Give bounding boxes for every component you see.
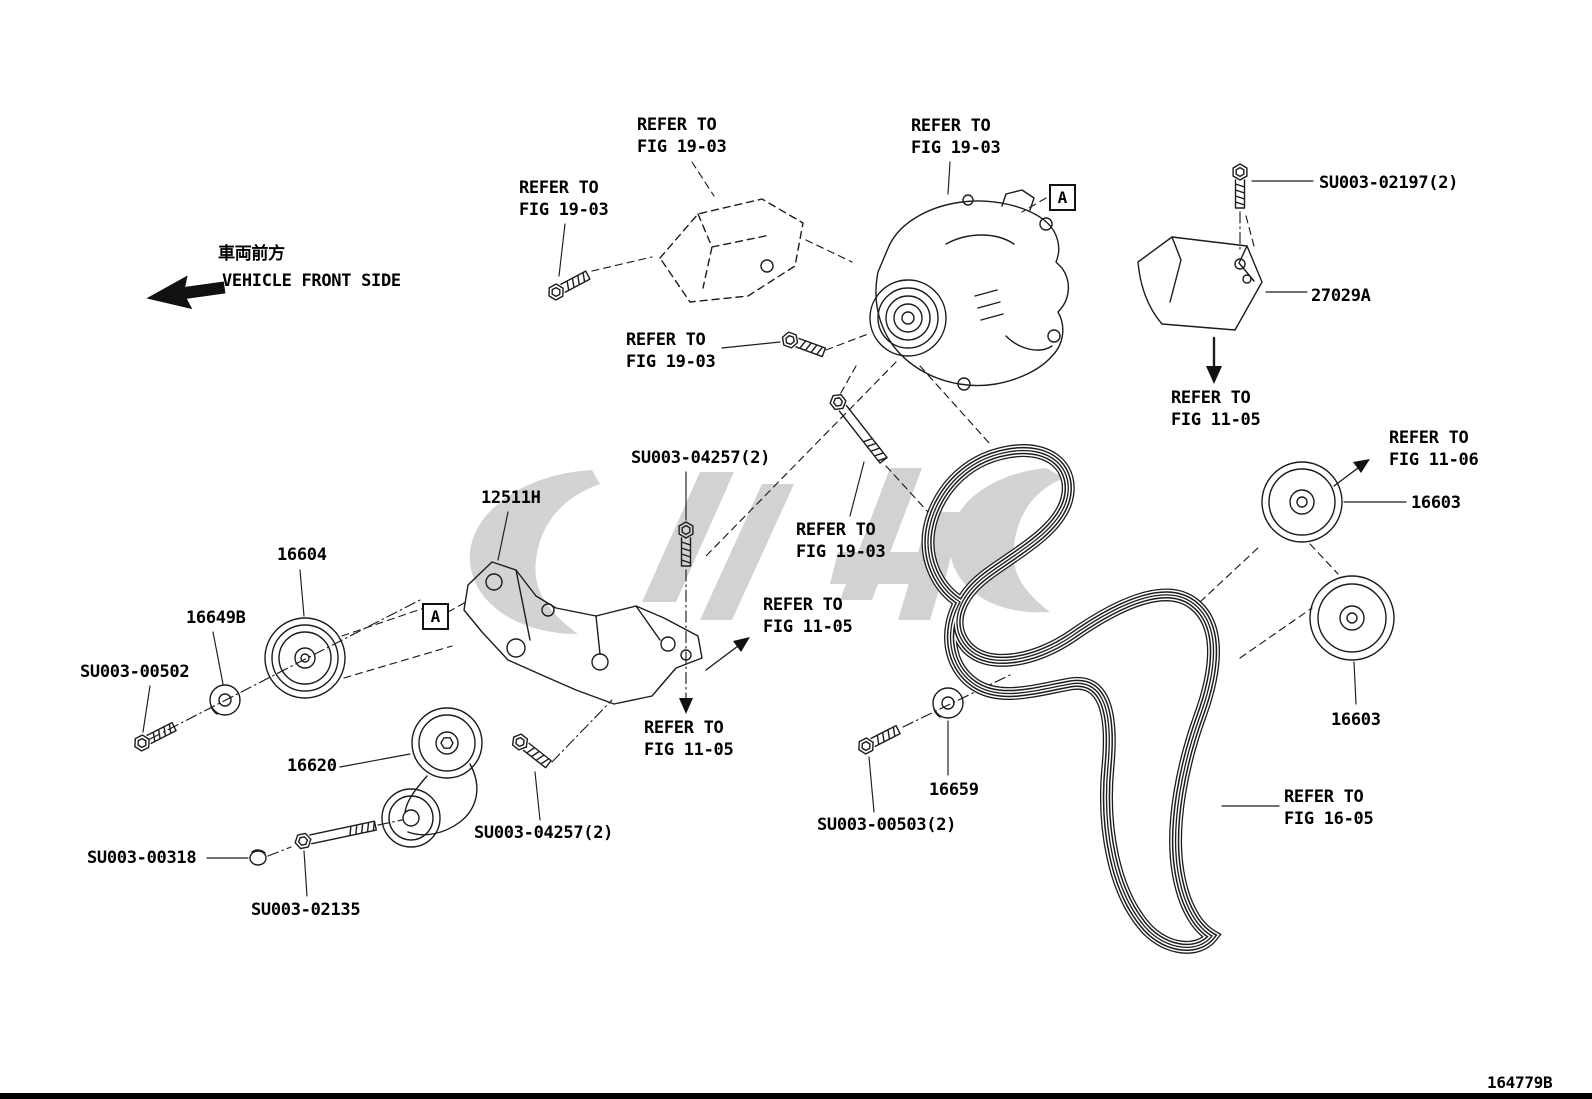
bolt-su003-04257-lower [508, 730, 554, 771]
callout-refer-fig-19-03-cover-bolt: REFER TO FIG 19-03 [519, 178, 609, 220]
bottom-border-bar [0, 1093, 1592, 1099]
part-label-su003-04257-lower: SU003-04257(2) [474, 823, 614, 843]
refer-11-05-down-arrow [1206, 366, 1222, 384]
orientation-label-en: VEHICLE FRONT SIDE [222, 271, 401, 291]
callout-refer-fig-11-05-lower: REFER TO FIG 11-05 [644, 718, 734, 760]
part-label-16620: 16620 [287, 756, 337, 776]
part-label-27029a: 27029A [1311, 286, 1371, 306]
bolt-su003-00503 [855, 722, 902, 757]
idler-pulley-16603-upper [1261, 461, 1343, 543]
tensioner-16620 [381, 707, 483, 848]
section-marker-a-bracket: A [422, 603, 449, 630]
bolt-cover-mid [779, 330, 827, 360]
callout-refer-fig-11-05-bracket: REFER TO FIG 11-05 [763, 595, 853, 637]
part-label-su003-00502: SU003-00502 [80, 662, 190, 682]
refer-11-06-arrow [1353, 459, 1370, 473]
callout-refer-fig-16-05: REFER TO FIG 16-05 [1284, 787, 1374, 829]
callout-refer-fig-11-06: REFER TO FIG 11-06 [1389, 428, 1479, 470]
leader-lines [142, 161, 1407, 897]
part-label-su003-00318: SU003-00318 [87, 848, 197, 868]
part-label-16603-upper: 16603 [1411, 493, 1461, 513]
callout-refer-fig-19-03-long-bolt: REFER TO FIG 19-03 [796, 520, 886, 562]
bolt-alternator-long [826, 390, 890, 466]
callout-refer-fig-19-03-alternator: REFER TO FIG 19-03 [911, 116, 1001, 158]
callout-refer-fig-11-05-right: REFER TO FIG 11-05 [1171, 388, 1261, 430]
part-label-16649b: 16649B [186, 608, 246, 628]
assembly-axis-lines [149, 211, 1241, 857]
bolt-su003-02197 [1232, 163, 1248, 209]
part-label-su003-02197: SU003-02197(2) [1319, 173, 1459, 193]
bolt-cover-left [544, 268, 592, 303]
alternator [869, 189, 1069, 391]
cover-panel-outline [659, 198, 804, 303]
direction-arrows [146, 275, 1370, 714]
part-27029a-cover [1137, 236, 1263, 331]
part-label-su003-02135: SU003-02135 [251, 900, 361, 920]
part-label-su003-00503: SU003-00503(2) [817, 815, 957, 835]
bolt-su003-02135 [293, 818, 378, 851]
callout-refer-fig-19-03-cover-top: REFER TO FIG 19-03 [637, 115, 727, 157]
vehicle-front-arrow [146, 275, 226, 310]
diagram-id-code: 164779B [1487, 1073, 1553, 1092]
part-label-16603-lower: 16603 [1331, 710, 1381, 730]
construction-dashed-lines [341, 161, 1339, 679]
part-label-12511h: 12511H [481, 488, 541, 508]
part-label-16659: 16659 [929, 780, 979, 800]
callout-refer-fig-19-03-mid-bolt: REFER TO FIG 19-03 [626, 330, 716, 372]
cover-bolt-hole [760, 259, 774, 273]
refer-11-05-lower-arrow [679, 698, 693, 714]
pulley-16604 [264, 617, 346, 699]
orientation-label-jp: 車両前方 [218, 244, 285, 264]
washer-16649b [209, 684, 241, 716]
bolt-su003-00502 [131, 719, 178, 754]
section-marker-a-alternator: A [1049, 184, 1076, 211]
bracket-12511h [463, 561, 703, 705]
cap-su003-00318 [249, 849, 267, 866]
part-label-su003-04257-upper: SU003-04257(2) [631, 448, 771, 468]
idler-pulley-16603-lower [1309, 575, 1395, 661]
washer-16659 [932, 687, 964, 719]
part-label-16604: 16604 [277, 545, 327, 565]
refer-11-05-bracket-arrow [733, 637, 750, 652]
